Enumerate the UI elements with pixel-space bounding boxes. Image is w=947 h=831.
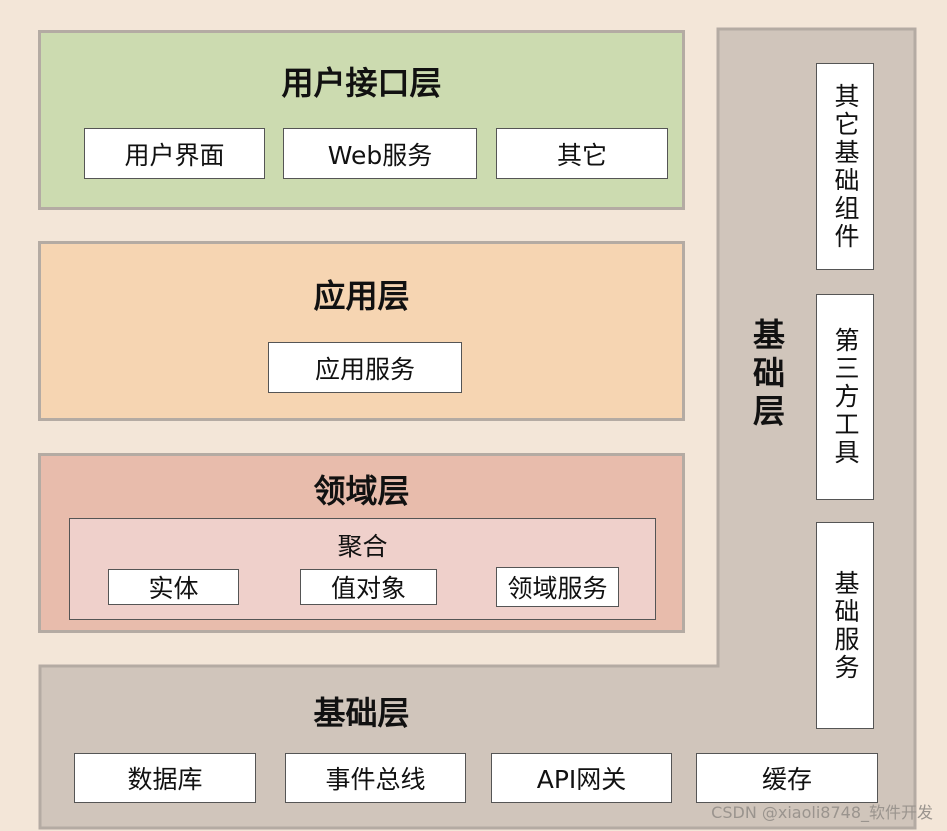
ui-item-web-service: Web服务	[283, 128, 477, 179]
domain-layer-title: 领域层	[313, 472, 410, 510]
infra-item-cache: 缓存	[696, 753, 878, 803]
domain-item-value-object: 值对象	[300, 569, 437, 605]
ui-item-user-interface: 用户界面	[84, 128, 265, 179]
infra-side-item-other-components: 其它基础组件	[816, 63, 874, 270]
infra-side-item-third-party-tools: 第三方工具	[816, 294, 874, 500]
watermark: CSDN @xiaoli8748_软件开发	[711, 803, 933, 822]
ui-item-other: 其它	[496, 128, 668, 179]
aggregate-label: 聚合	[337, 532, 388, 561]
domain-layer: 领域层 聚合 实体 值对象 领域服务	[38, 453, 685, 633]
app-item-service: 应用服务	[268, 342, 462, 393]
domain-item-domain-service: 领域服务	[496, 567, 619, 607]
ui-layer: 用户接口层 用户界面 Web服务 其它	[38, 30, 685, 210]
infra-item-event-bus: 事件总线	[285, 753, 466, 803]
infra-item-api-gateway: API网关	[491, 753, 672, 803]
ui-layer-title: 用户接口层	[281, 64, 442, 102]
infra-side-item-basic-services: 基础服务	[816, 522, 874, 729]
aggregate-box: 聚合 实体 值对象 领域服务	[69, 518, 656, 620]
domain-item-entity: 实体	[108, 569, 239, 605]
app-layer-title: 应用层	[313, 277, 410, 315]
infra-item-database: 数据库	[74, 753, 256, 803]
infra-bottom-title: 基础层	[313, 694, 410, 732]
infra-side-title: 基础层	[748, 318, 786, 432]
app-layer: 应用层 应用服务	[38, 241, 685, 421]
